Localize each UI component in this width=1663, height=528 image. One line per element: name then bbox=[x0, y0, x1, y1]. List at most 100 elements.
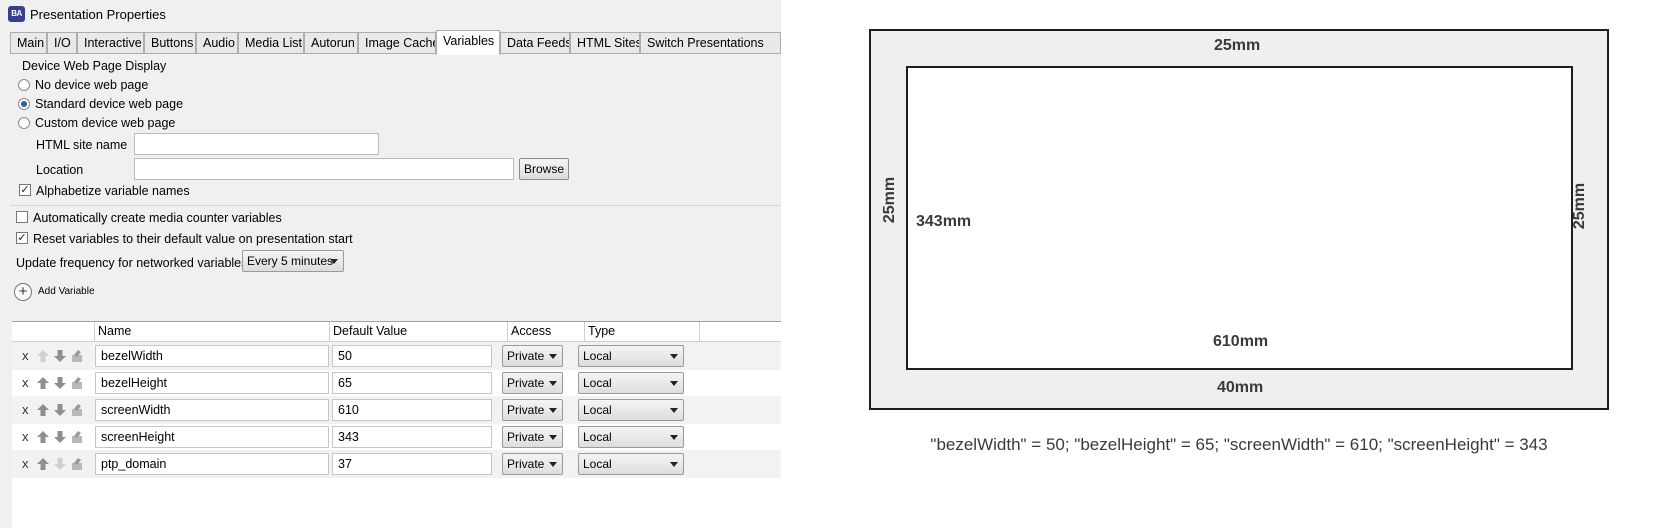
arrow-up-icon[interactable] bbox=[36, 457, 50, 471]
column-header-name[interactable]: Name bbox=[98, 324, 132, 338]
default-value-field[interactable]: 610 bbox=[332, 399, 492, 421]
title-bar: BA Presentation Properties bbox=[0, 0, 781, 29]
tab-io[interactable]: I/O bbox=[47, 32, 77, 53]
chevron-down-icon bbox=[670, 381, 678, 386]
arrow-down-icon[interactable] bbox=[53, 349, 67, 363]
column-divider bbox=[94, 322, 95, 341]
column-divider bbox=[699, 322, 700, 341]
tab-data-feeds[interactable]: Data Feeds bbox=[500, 32, 570, 53]
screen-area bbox=[906, 66, 1573, 370]
bezel-right-label: 25mm bbox=[1571, 182, 1589, 230]
default-value-field[interactable]: 37 bbox=[332, 453, 492, 475]
tab-variables[interactable]: Variables bbox=[436, 30, 500, 55]
edit-icon[interactable] bbox=[70, 376, 84, 390]
edit-icon[interactable] bbox=[70, 349, 84, 363]
arrow-down-icon[interactable] bbox=[53, 376, 67, 390]
chevron-down-icon bbox=[549, 381, 557, 386]
arrow-up-icon[interactable] bbox=[36, 430, 50, 444]
type-value: Local bbox=[583, 403, 612, 417]
add-variable-plus-icon[interactable]: + bbox=[14, 283, 32, 301]
type-select[interactable]: Local bbox=[578, 426, 684, 448]
chevron-down-icon bbox=[670, 354, 678, 359]
tab-main[interactable]: Main bbox=[10, 32, 47, 53]
type-value: Local bbox=[583, 376, 612, 390]
variable-name-field[interactable]: screenHeight bbox=[95, 426, 329, 448]
chevron-down-icon bbox=[549, 408, 557, 413]
variable-name-field[interactable]: bezelWidth bbox=[95, 345, 329, 367]
add-variable-button[interactable]: Add Variable bbox=[38, 286, 95, 297]
tab-audio[interactable]: Audio bbox=[196, 32, 238, 53]
access-value: Private bbox=[507, 403, 545, 417]
reset-variables-checkbox[interactable]: ✓ bbox=[16, 232, 28, 244]
arrow-up-icon[interactable] bbox=[36, 403, 50, 417]
tab-media-list[interactable]: Media List bbox=[238, 32, 304, 53]
delete-variable-button[interactable]: x bbox=[22, 429, 29, 444]
html-site-name-input[interactable] bbox=[134, 133, 379, 155]
screen-height-label: 343mm bbox=[916, 213, 972, 230]
tab-buttons[interactable]: Buttons bbox=[144, 32, 196, 53]
chevron-down-icon bbox=[549, 462, 557, 467]
column-divider bbox=[507, 322, 508, 341]
access-select[interactable]: Private bbox=[502, 399, 563, 421]
type-value: Local bbox=[583, 349, 612, 363]
type-select[interactable]: Local bbox=[578, 399, 684, 421]
tab-image-cache[interactable]: Image Cache bbox=[358, 32, 436, 53]
type-select[interactable]: Local bbox=[578, 372, 684, 394]
type-select[interactable]: Local bbox=[578, 345, 684, 367]
delete-variable-button[interactable]: x bbox=[22, 375, 29, 390]
bezel-diagram: 25mm 25mm 25mm 343mm 610mm 40mm bbox=[869, 29, 1609, 410]
alphabetize-checkbox[interactable]: ✓ bbox=[19, 184, 31, 196]
arrow-down-icon[interactable] bbox=[53, 430, 67, 444]
access-select[interactable]: Private bbox=[502, 426, 563, 448]
chevron-down-icon bbox=[670, 408, 678, 413]
variable-name-field[interactable]: screenWidth bbox=[95, 399, 329, 421]
access-select[interactable]: Private bbox=[502, 345, 563, 367]
delete-variable-button[interactable]: x bbox=[22, 348, 29, 363]
tab-switch-presentations[interactable]: Switch Presentations bbox=[640, 32, 781, 53]
arrow-down-icon[interactable] bbox=[53, 403, 67, 417]
variables-grid: Name Default Value Access Type x bezelWid… bbox=[12, 321, 781, 528]
diagram-caption: "bezelWidth" = 50; "bezelHeight" = 65; "… bbox=[930, 435, 1548, 454]
column-header-type[interactable]: Type bbox=[588, 324, 616, 338]
column-header-default-value[interactable]: Default Value bbox=[333, 324, 408, 338]
variable-name-field[interactable]: bezelHeight bbox=[95, 372, 329, 394]
delete-variable-button[interactable]: x bbox=[22, 456, 29, 471]
radio-no-device-web-page[interactable] bbox=[18, 79, 30, 91]
type-value: Local bbox=[583, 430, 612, 444]
arrow-down-icon[interactable] bbox=[53, 457, 67, 471]
edit-icon[interactable] bbox=[70, 430, 84, 444]
arrow-up-icon[interactable] bbox=[36, 349, 50, 363]
column-divider bbox=[584, 322, 585, 341]
reset-variables-label: Reset variables to their default value o… bbox=[33, 232, 353, 246]
bezel-top-label: 25mm bbox=[1214, 37, 1261, 54]
update-frequency-label: Update frequency for networked variables… bbox=[16, 256, 251, 270]
default-value-field[interactable]: 343 bbox=[332, 426, 492, 448]
update-frequency-select[interactable]: Every 5 minutes bbox=[242, 250, 344, 272]
default-value-field[interactable]: 50 bbox=[332, 345, 492, 367]
access-value: Private bbox=[507, 349, 545, 363]
auto-counter-checkbox[interactable] bbox=[16, 211, 28, 223]
browse-button[interactable]: Browse bbox=[519, 158, 569, 180]
radio-standard-device-web-page[interactable] bbox=[18, 98, 30, 110]
location-input[interactable] bbox=[134, 158, 514, 180]
access-select[interactable]: Private bbox=[502, 453, 563, 475]
default-value-field[interactable]: 65 bbox=[332, 372, 492, 394]
tab-autorun[interactable]: Autorun bbox=[304, 32, 358, 53]
edit-icon[interactable] bbox=[70, 457, 84, 471]
column-header-access[interactable]: Access bbox=[511, 324, 552, 338]
type-select[interactable]: Local bbox=[578, 453, 684, 475]
delete-variable-button[interactable]: x bbox=[22, 402, 29, 417]
tab-interactive[interactable]: Interactive bbox=[77, 32, 144, 53]
tab-html-sites[interactable]: HTML Sites bbox=[570, 32, 640, 53]
edit-icon[interactable] bbox=[70, 403, 84, 417]
bezel-left-label: 25mm bbox=[881, 176, 899, 224]
radio-custom-device-web-page[interactable] bbox=[18, 117, 30, 129]
alphabetize-label: Alphabetize variable names bbox=[36, 184, 190, 198]
access-select[interactable]: Private bbox=[502, 372, 563, 394]
column-divider bbox=[329, 322, 330, 341]
arrow-up-icon[interactable] bbox=[36, 376, 50, 390]
variable-name-field[interactable]: ptp_domain bbox=[95, 453, 329, 475]
